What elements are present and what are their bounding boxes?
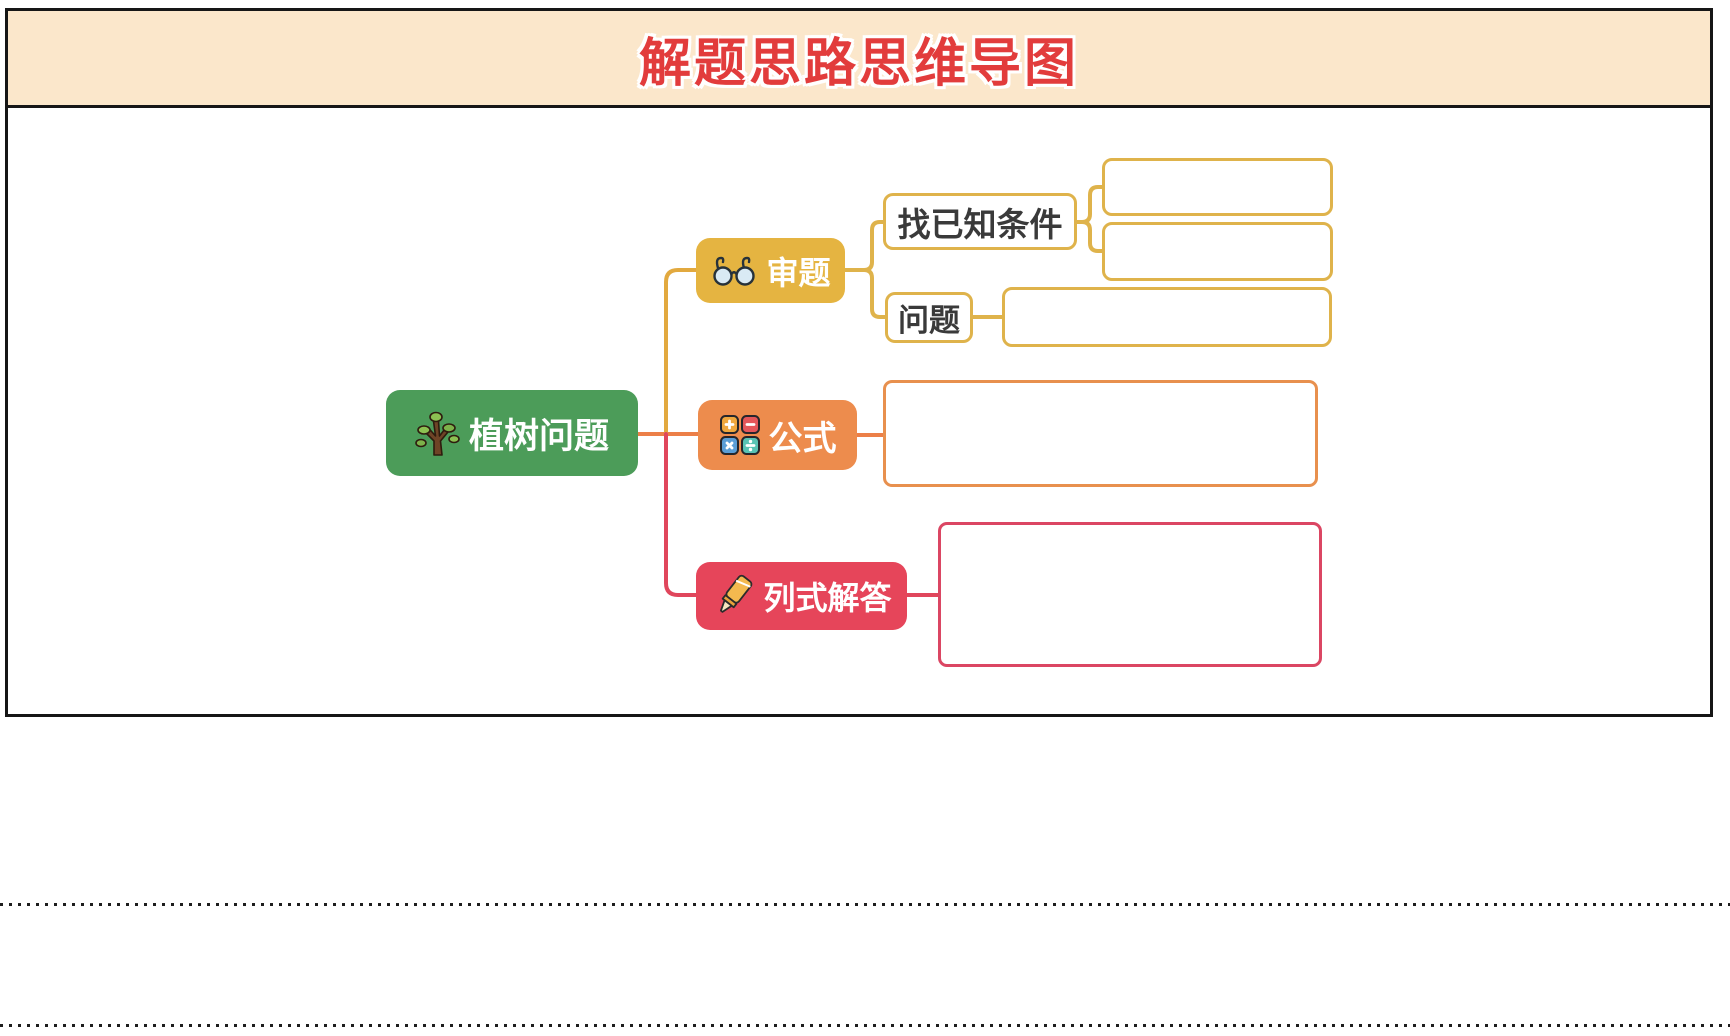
calculator-icon — [719, 414, 761, 456]
glasses-icon — [710, 254, 758, 288]
root-node-label: 植树问题 — [468, 416, 609, 456]
note-box-question — [1002, 287, 1332, 347]
writing-line-1 — [0, 903, 1730, 907]
note-box-formula — [883, 380, 1318, 487]
highlighter-icon — [711, 572, 755, 620]
branch-node-label: 审题 — [766, 254, 831, 291]
branch-node-formula: 公式 — [698, 400, 857, 470]
branch-node-review-question: 审题 — [696, 238, 845, 303]
tree-icon — [415, 408, 461, 458]
page-title: 解题思路思维导图 — [638, 34, 1079, 93]
note-box-solution — [938, 522, 1322, 667]
branch-node-label: 公式 — [768, 419, 837, 458]
branch-node-label: 列式解答 — [763, 580, 892, 616]
writing-line-2 — [0, 1024, 1730, 1028]
subnode-find-known-conditions: 找已知条件 — [883, 193, 1077, 250]
subnode-label: 找已知条件 — [897, 205, 1063, 243]
note-box-known-condition-2 — [1102, 222, 1333, 281]
note-box-known-condition-1 — [1102, 158, 1333, 216]
subnode-label: 问题 — [898, 303, 960, 338]
branch-node-solve-with-equation: 列式解答 — [696, 562, 907, 630]
title-banner: 解题思路思维导图 — [8, 11, 1710, 108]
root-node-tree-planting: 植树问题 — [386, 390, 638, 476]
subnode-question: 问题 — [885, 292, 973, 343]
